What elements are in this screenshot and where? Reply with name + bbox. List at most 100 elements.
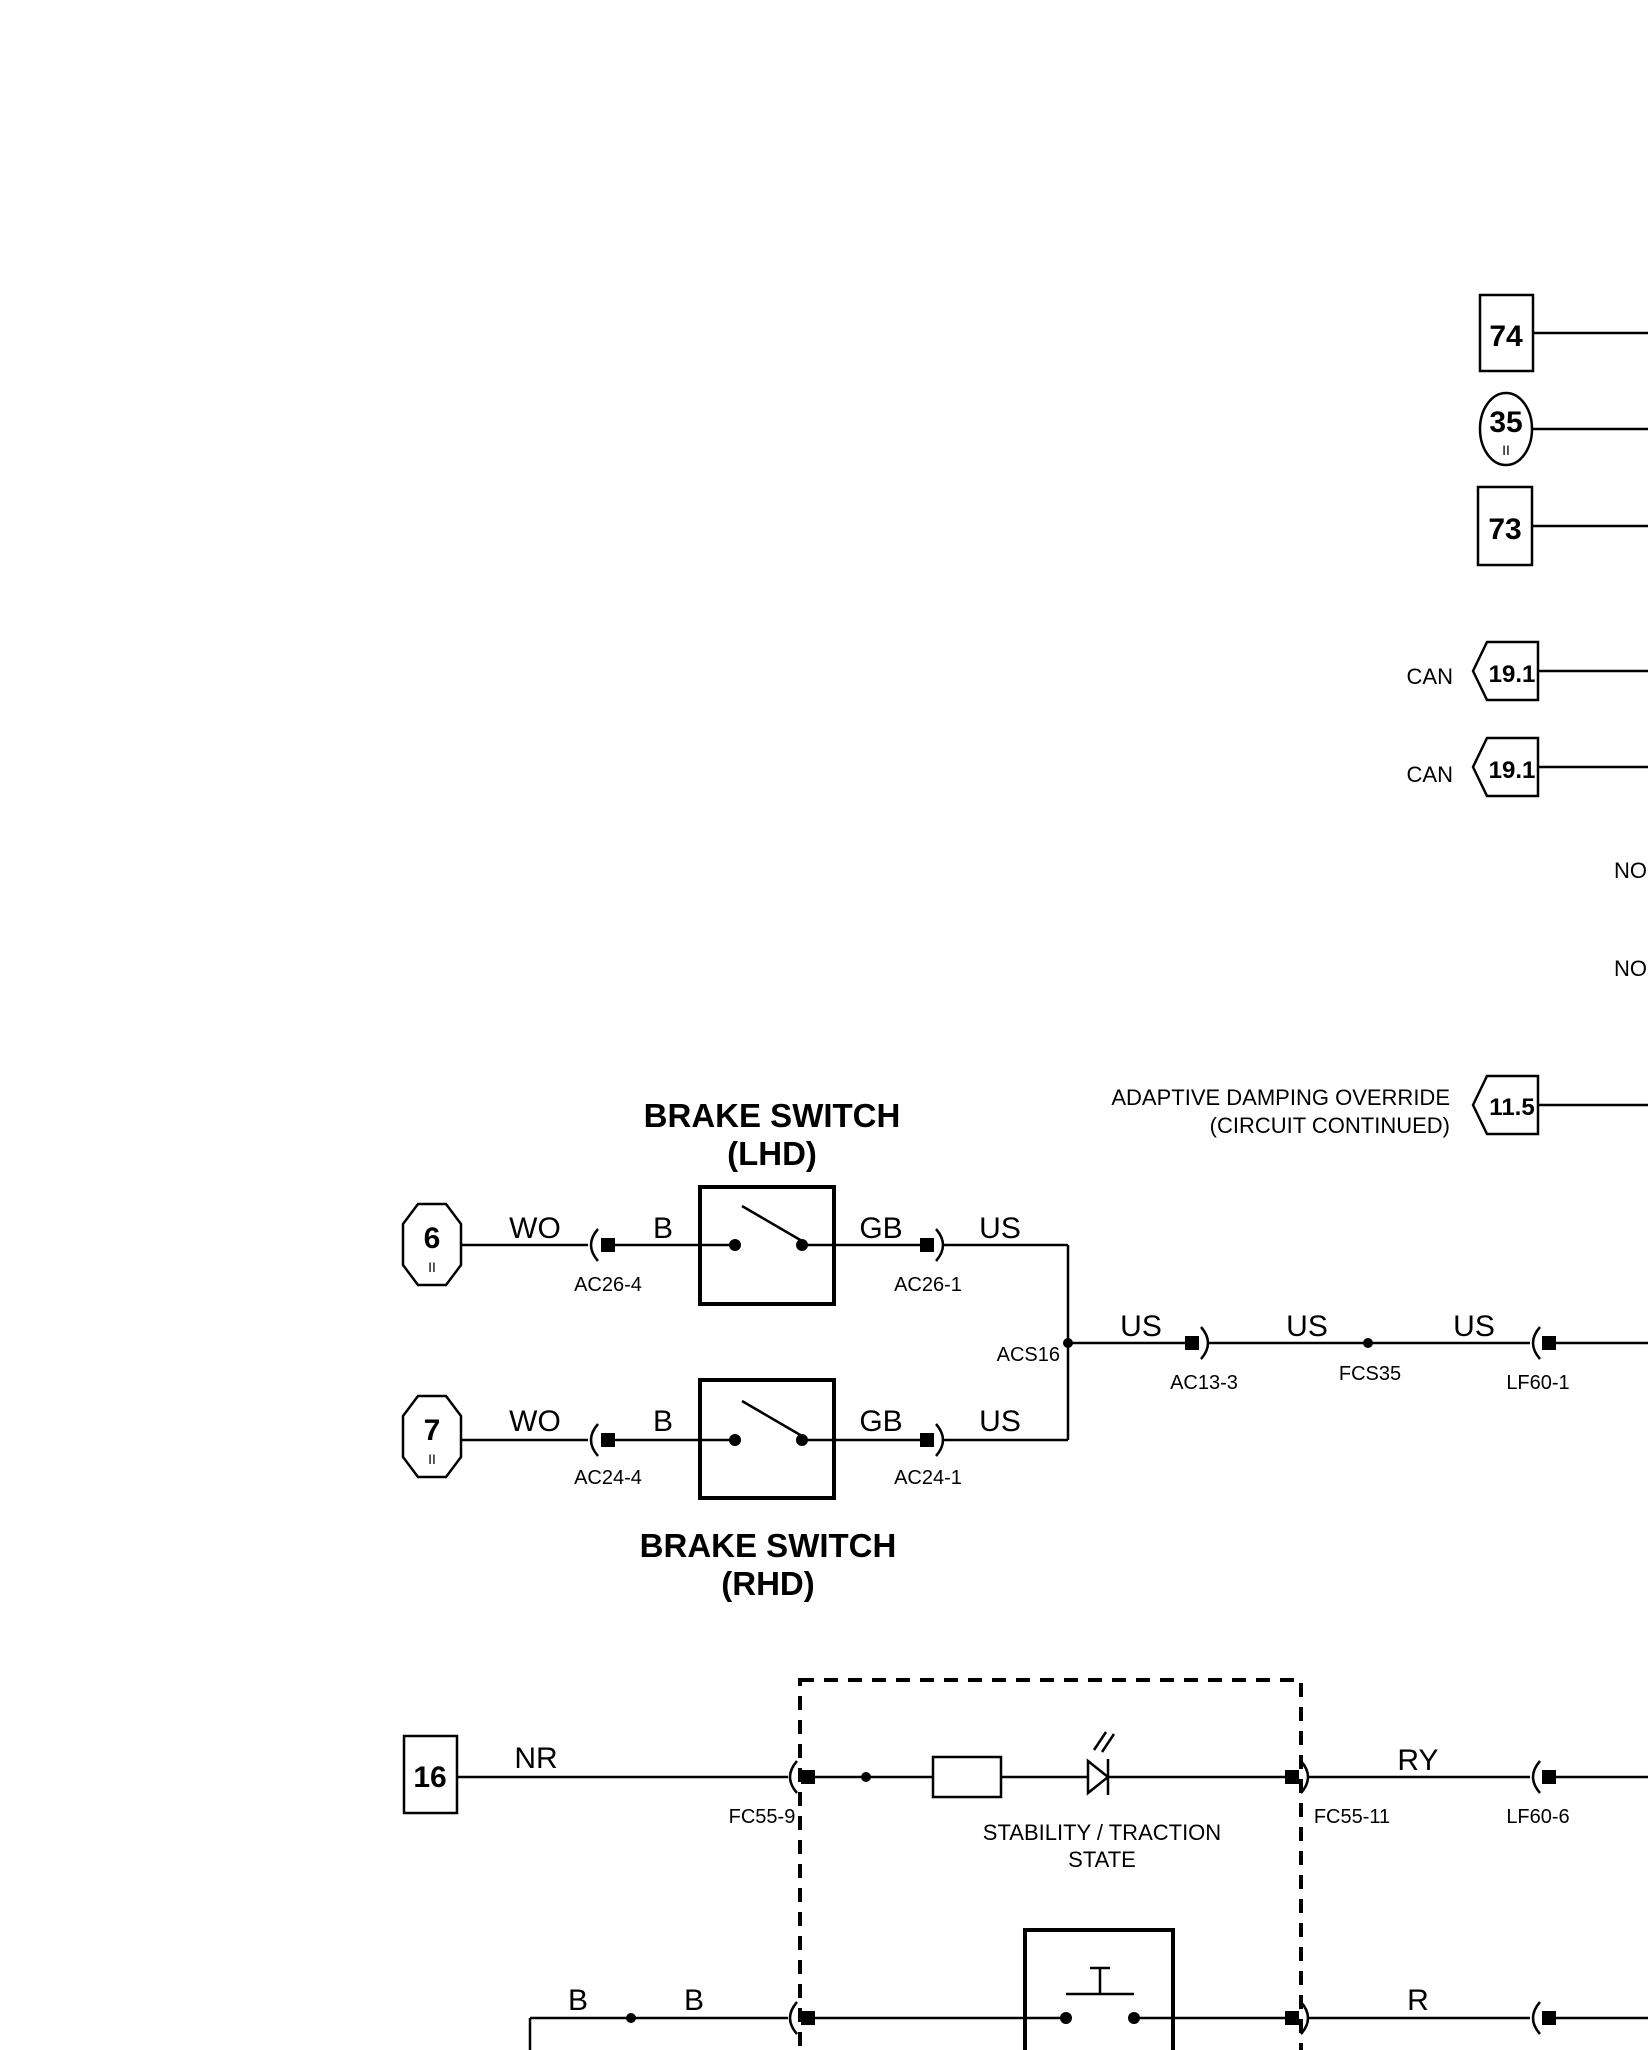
can-label-1: CAN	[1407, 664, 1453, 689]
connector-lf60-6-pin	[1542, 1770, 1556, 1784]
ref-7-sub: II	[428, 1451, 436, 1467]
brake-rhd-row: 7 II WO AC24-4 B GB AC24-1 US	[401, 1378, 1068, 1500]
switch-rhd-blade	[741, 1399, 803, 1438]
note-truncated-2: NO	[1614, 956, 1647, 981]
connector-fc55-10-pin	[801, 2011, 815, 2025]
stability-label-line2: STATE	[1068, 1847, 1136, 1872]
ref-16-label: 16	[413, 1761, 446, 1794]
brake-lhd-title-line2: (LHD)	[727, 1135, 817, 1172]
adaptive-ref-label: 11.5	[1489, 1094, 1534, 1121]
connector-label-fc55-9: FC55-9	[729, 1806, 796, 1828]
stability-switch-box	[1023, 1928, 1175, 2050]
note-truncated-1: NO	[1614, 858, 1647, 883]
ref-octagon-7	[401, 1394, 463, 1479]
brake-rhd-title-line1: BRAKE SWITCH	[640, 1527, 897, 1564]
led-triangle	[1086, 1758, 1111, 1796]
wire-label-nr: NR	[514, 1742, 557, 1775]
connector-ac24-4-shell	[589, 1423, 599, 1457]
connector-ac26-4-shell	[589, 1228, 599, 1262]
ref-35-group: 35 II	[1478, 391, 1648, 467]
connector-label-ac24-1: AC24-1	[894, 1467, 962, 1489]
connector-fc55-11-shell	[1300, 1760, 1310, 1794]
brake-lhd-row: 6 II WO AC26-4 B GB AC26-1 US	[401, 1185, 1070, 1440]
switch-rhd-contact-a	[729, 1434, 741, 1446]
connector-ac13-3-pin	[1185, 1336, 1199, 1350]
connector-fc55-9-pin	[801, 1770, 815, 1784]
ref-35-sub: II	[1502, 442, 1510, 458]
wire-label-r-low: R	[1407, 1984, 1429, 2017]
resistor	[931, 1755, 1003, 1799]
ref-73-label: 73	[1488, 513, 1521, 546]
connector-ac24-4-pin	[601, 1433, 615, 1447]
switch-lhd-blade	[741, 1204, 803, 1243]
connector-ac26-4-pin	[601, 1238, 615, 1252]
connector-ac26-1-shell	[935, 1228, 945, 1262]
stability-switch-row: B B R	[528, 1928, 1648, 2050]
splice-label-fcs35: FCS35	[1339, 1363, 1401, 1385]
connector-label-lf60-1: LF60-1	[1506, 1372, 1569, 1394]
wire-label-b-top: B	[653, 1212, 673, 1245]
wire-label-wo-top: WO	[509, 1212, 561, 1245]
ref-box-16	[402, 1734, 459, 1815]
connector-fc55-9-shell	[788, 1760, 798, 1794]
can-ref-1-group: CAN 19.1	[1407, 640, 1648, 702]
ref-35-label: 35	[1489, 406, 1522, 439]
wire-label-b-low1: B	[568, 1984, 588, 2017]
splice-led	[861, 1772, 871, 1782]
connector-lf60-7-pin	[1542, 2011, 1556, 2025]
wire-label-us-top: US	[979, 1212, 1021, 1245]
wire-label-gb-top: GB	[859, 1212, 902, 1245]
connector-label-lf60-6: LF60-6	[1506, 1806, 1569, 1828]
stability-label-line1: STABILITY / TRACTION	[983, 1820, 1221, 1845]
can-label-2: CAN	[1407, 762, 1453, 787]
ref-74-label: 74	[1489, 320, 1523, 353]
stability-led-row: FC55-9 FC55-11 RY LF60-6	[729, 1731, 1648, 1828]
wire-label-b-bot: B	[653, 1405, 673, 1438]
connector-ac26-1-pin	[920, 1238, 934, 1252]
wire-label-b-low2: B	[684, 1984, 704, 2017]
splice-label-acs16: ACS16	[997, 1344, 1060, 1366]
wire-label-us-bot: US	[979, 1405, 1021, 1438]
connector-ac13-3-shell	[1200, 1326, 1210, 1360]
connector-label-ac26-4: AC26-4	[574, 1274, 642, 1296]
connector-label-ac24-4: AC24-4	[574, 1467, 642, 1489]
ref-16-group: 16 NR	[402, 1734, 788, 1815]
connector-fc55-10-shell	[788, 2001, 798, 2035]
adaptive-damping-group: ADAPTIVE DAMPING OVERRIDE (CIRCUIT CONTI…	[1111, 1074, 1648, 1138]
brake-lhd-title-line1: BRAKE SWITCH	[644, 1097, 901, 1134]
led-ray-2	[1100, 1733, 1116, 1753]
can-ref-1-label: 19.1	[1489, 661, 1536, 688]
ref-73-group: 73	[1476, 485, 1648, 567]
connector-label-ac26-1: AC26-1	[894, 1274, 962, 1296]
led-ray-1	[1092, 1731, 1108, 1751]
splice-b-low	[626, 2013, 636, 2023]
ref-octagon-6	[401, 1202, 463, 1287]
ref-6-sub: II	[428, 1259, 436, 1275]
can-ref-2-label: 19.1	[1489, 757, 1536, 784]
connector-ac24-1-pin	[920, 1433, 934, 1447]
adaptive-label-line1: ADAPTIVE DAMPING OVERRIDE	[1111, 1085, 1450, 1110]
ref-7-label: 7	[424, 1414, 441, 1447]
adaptive-label-line2: (CIRCUIT CONTINUED)	[1210, 1113, 1450, 1138]
stability-switch-contact-a	[1060, 2012, 1072, 2024]
connector-ac24-1-shell	[935, 1423, 945, 1457]
ref-6-label: 6	[424, 1222, 441, 1255]
connector-lf60-7-shell	[1531, 2001, 1541, 2035]
wire-label-gb-bot: GB	[859, 1405, 902, 1438]
connector-label-fc55-11: FC55-11	[1314, 1806, 1390, 1828]
connector-lf60-1-pin	[1542, 1336, 1556, 1350]
brake-rhd-title-line2: (RHD)	[721, 1565, 814, 1602]
wire-label-wo-bot: WO	[509, 1405, 561, 1438]
can-ref-2-group: CAN 19.1	[1407, 736, 1648, 798]
connector-fc55-11-pin	[1285, 1770, 1299, 1784]
stability-module-boundary	[798, 1678, 1303, 2050]
wire-label-ry: RY	[1397, 1744, 1438, 1777]
wire-label-us-2: US	[1286, 1310, 1328, 1343]
switch-lhd-contact-a	[729, 1239, 741, 1251]
wire-label-us-3: US	[1453, 1310, 1495, 1343]
connector-fc55-12-pin	[1285, 2011, 1299, 2025]
ref-74-group: 74	[1478, 293, 1648, 373]
connector-fc55-12-shell	[1300, 2001, 1310, 2035]
connector-lf60-6-shell	[1531, 1760, 1541, 1794]
